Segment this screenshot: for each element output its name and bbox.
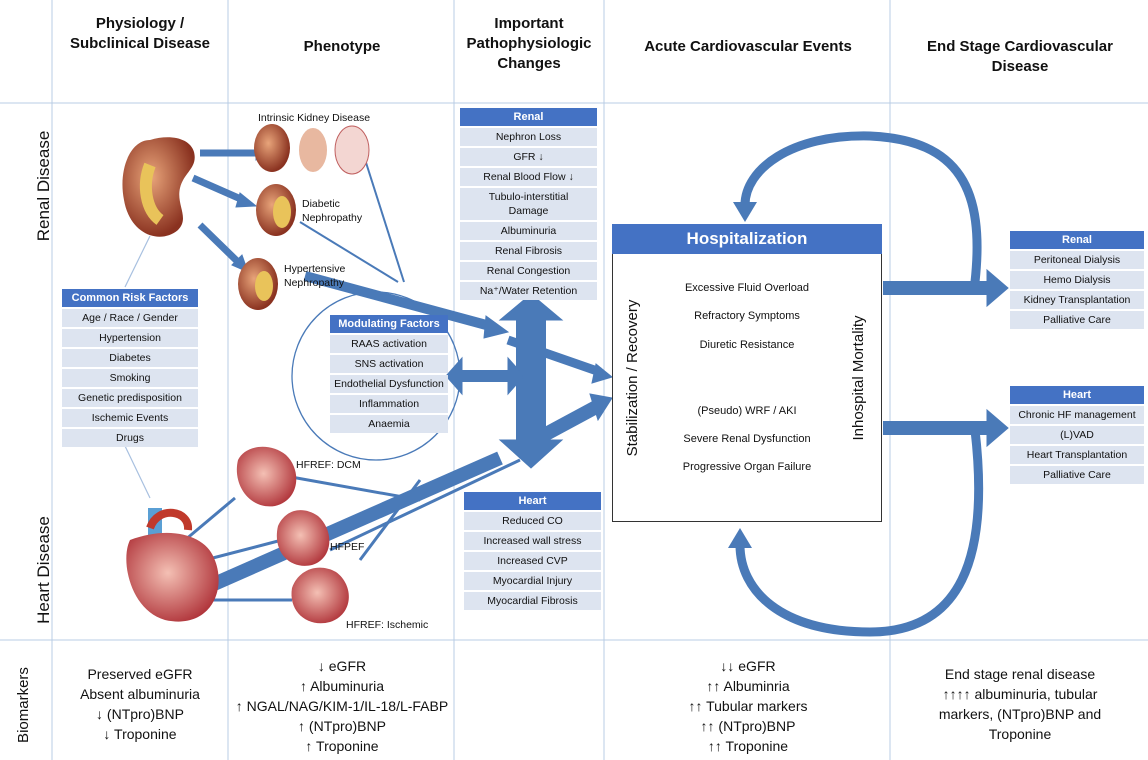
biomarkers-phenotype: ↓ eGFR ↑ Albuminuria ↑ NGAL/NAG/KIM-1/IL… [235,658,449,754]
risk-factor-item: Hypertension [62,329,198,347]
biomarkers-acute: ↓↓ eGFR ↑↑ Albuminria ↑↑ Tubular markers… [688,658,808,754]
end-heart-item: Chronic HF management [1010,406,1144,424]
row-label-heart: Heart Disease [34,516,53,624]
stabilization-recovery-label: Stabilization / Recovery [624,299,641,457]
risk-factor-item: Drugs [62,429,198,447]
hfpef-heart-illustration [276,510,330,566]
modulating-factor-item: Inflammation [330,395,448,413]
kidney-illustration [122,137,195,237]
hosp-item: (Pseudo) WRF / AKI [697,405,797,417]
risk-factor-item: Smoking [62,369,198,387]
heart-change-item: Increased wall stress [464,532,601,550]
modulating-factor-item: SNS activation [330,355,448,373]
hosp-item: Diuretic Resistance [699,339,795,351]
renal-change-item: GFR ↓ [460,148,597,166]
header-physiology: Physiology / Subclinical Disease [69,15,211,52]
label-intrinsic-kidney: Intrinsic Kidney Disease [258,112,371,124]
hypertensive-kidney-illustration [238,258,278,310]
hospitalization-box [612,224,882,522]
heart-changes-title: Heart [464,492,601,510]
heart-change-item: Reduced CO [464,512,601,530]
end-heart-title: Heart [1010,386,1144,404]
label-diabetic-nephropathy: Diabetic Nephropathy [302,198,363,224]
modulating-factor-item: Anaemia [330,415,448,433]
inhospital-mortality-label: Inhospital Mortality [850,315,867,441]
risk-factors-title: Common Risk Factors [62,289,198,307]
hosp-item: Refractory Symptoms [694,310,800,322]
modulating-factor-item: RAAS activation [330,335,448,353]
end-renal-item: Palliative Care [1010,311,1144,329]
end-renal-item: Kidney Transplantation [1010,291,1144,309]
label-hypertensive-nephropathy: Hypertensive Nephropathy [284,263,346,289]
heart-change-item: Increased CVP [464,552,601,570]
label-hfref-dcm: HFREF: DCM [296,459,361,471]
renal-change-item: Albuminuria [460,222,597,240]
renal-change-item: Tubulo-interstitial Damage [460,188,597,220]
renal-change-item: Renal Congestion [460,262,597,280]
renal-change-item: Renal Blood Flow ↓ [460,168,597,186]
modulating-factors-title: Modulating Factors [330,315,448,333]
hosp-item: Progressive Organ Failure [682,461,812,473]
heart-change-item: Myocardial Injury [464,572,601,590]
end-renal-item: Peritoneal Dialysis [1010,251,1144,269]
hospitalization-title: Hospitalization [612,224,882,254]
header-acute-events: Acute Cardiovascular Events [644,38,852,55]
risk-factor-item: Genetic predisposition [62,389,198,407]
renal-change-item: Nephron Loss [460,128,597,146]
loop-arrowheads [728,202,757,548]
biomarkers-physiology: Preserved eGFR Absent albuminuria ↓ (NTp… [80,666,200,742]
renal-changes-title: Renal [460,108,597,126]
heart-illustration [126,508,219,622]
header-phenotype: Phenotype [303,38,381,55]
ischemic-heart-illustration [291,567,349,624]
loop-arrows [735,131,984,637]
label-hfref-ischemic: HFREF: Ischemic [346,619,429,631]
end-heart-item: Heart Transplantation [1010,446,1144,464]
heart-change-item: Myocardial Fibrosis [464,592,601,610]
header-end-stage: End Stage Cardiovascular Disease [927,38,1113,75]
end-renal-title: Renal [1010,231,1144,249]
modulating-factor-item: Endothelial Dysfunction [330,375,448,393]
risk-connectors [124,235,151,499]
end-renal-item: Hemo Dialysis [1010,271,1144,289]
row-label-biomarkers: Biomarkers [15,667,32,743]
flow-arrows [184,145,1009,602]
renal-change-item: Renal Fibrosis [460,242,597,260]
renal-change-item: Na⁺/Water Retention [460,282,597,300]
intrinsic-kidney-illustrations [254,124,370,175]
risk-factor-item: Ischemic Events [62,409,198,427]
hosp-item: Excessive Fluid Overload [684,282,810,294]
header-pathophysiologic: Important Pathophysiologic Changes [466,15,592,72]
risk-factor-item: Diabetes [62,349,198,367]
risk-factor-item: Age / Race / Gender [62,309,198,327]
dcm-heart-illustration [236,446,297,507]
biomarkers-end-stage: End stage renal disease ↑↑↑↑ albuminuria… [938,666,1102,742]
end-heart-item: (L)VAD [1010,426,1144,444]
label-hfpef: HFPEF [330,541,365,553]
end-heart-item: Palliative Care [1010,466,1144,484]
diabetic-kidney-illustration [256,184,296,236]
row-label-renal: Renal Disease [34,130,53,242]
hosp-item: Severe Renal Dysfunction [683,433,811,445]
